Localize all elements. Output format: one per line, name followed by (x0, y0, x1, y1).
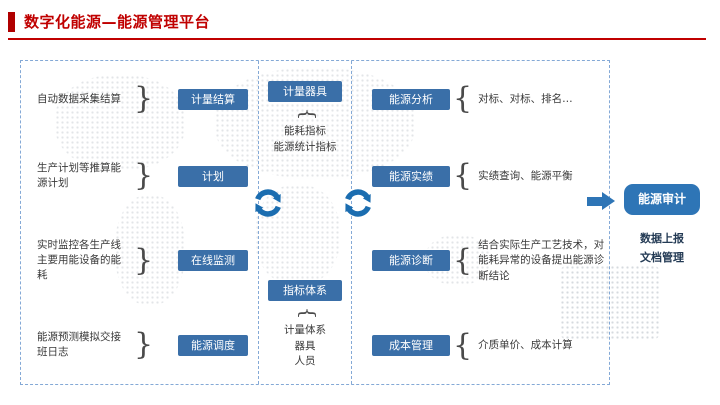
curly-brace-icon: } (134, 158, 154, 194)
page-title: 数字化能源—能源管理平台 (24, 13, 211, 31)
curly-brace-icon: } (134, 242, 154, 278)
curly-brace-icon: { (453, 327, 473, 363)
right-item: 能源分析 { 对标、对标、排名… (352, 84, 609, 114)
indicator-system-group: 指标体系 } 计量体系 器具 人员 (268, 279, 342, 370)
right-item-desc: 实绩查询、能源平衡 (478, 169, 573, 182)
left-item-button: 计量结算 (178, 88, 248, 110)
left-item-button: 计划 (178, 165, 248, 187)
curly-brace-icon: } (292, 107, 317, 121)
right-item-button: 成本管理 (372, 335, 450, 357)
right-item-desc: 结合实际生产工艺技术，对能耗异常的设备提出能源诊断结论 (478, 239, 605, 282)
left-item: 能源预测模拟交接班日志 } 能源调度 (21, 330, 258, 360)
curly-brace-icon: } (292, 306, 317, 320)
left-item-desc: 实时监控各生产线主要用能设备的能耗 (37, 238, 121, 282)
indicator-system-note: 计量体系 器具 人员 (284, 323, 326, 368)
measuring-instruments-group: 计量器具 } 能耗指标 能源统计指标 (268, 81, 342, 156)
left-item: 实时监控各生产线主要用能设备的能耗 } 在线监测 (21, 238, 258, 284)
main-panel: 自动数据采集结算 } 计量结算 生产计划等推算能源计划 } 计划 实时监控各生产… (20, 60, 610, 385)
title-accent-bar (8, 12, 15, 32)
left-item-desc: 能源预测模拟交接班日志 (37, 331, 121, 359)
sync-arrows-icon (345, 189, 371, 217)
left-item-button: 在线监测 (178, 250, 248, 272)
measuring-instruments-note: 能耗指标 能源统计指标 (273, 125, 337, 153)
indicator-system-button: 指标体系 (268, 279, 342, 301)
left-item-desc: 生产计划等推算能源计划 (37, 161, 121, 190)
sync-arrows-icon (255, 189, 281, 217)
flow-arrow-icon (587, 192, 615, 210)
right-item-button: 能源诊断 (372, 250, 450, 272)
left-item-button: 能源调度 (178, 334, 248, 356)
curly-brace-icon: } (134, 327, 154, 363)
curly-brace-icon: } (134, 81, 154, 117)
left-item: 生产计划等推算能源计划 } 计划 (21, 161, 258, 191)
curly-brace-icon: { (453, 158, 473, 194)
curly-brace-icon: { (453, 242, 473, 278)
map-dots-blob (115, 195, 185, 305)
right-item-button: 能源分析 (372, 88, 450, 110)
map-dots-blob (255, 185, 340, 285)
middle-column: 计量器具 } 能耗指标 能源统计指标 指标体系 } 计量体系 器具 人员 (259, 61, 352, 384)
left-column: 自动数据采集结算 } 计量结算 生产计划等推算能源计划 } 计划 实时监控各生产… (21, 61, 259, 384)
energy-audit-note: 数据上报 文档管理 (640, 232, 684, 264)
left-item: 自动数据采集结算 } 计量结算 (21, 84, 258, 114)
flow-arrow-shaft (587, 196, 602, 206)
left-item-desc: 自动数据采集结算 (37, 92, 121, 105)
right-column: 能源分析 { 对标、对标、排名… 能源实绩 { 实绩查询、能源平衡 能源诊断 {… (352, 61, 609, 384)
flow-arrow-head (602, 192, 615, 210)
right-item: 成本管理 { 介质单价、成本计算 (352, 327, 609, 363)
right-item-button: 能源实绩 (372, 165, 450, 187)
map-dots-blob (55, 75, 185, 170)
map-dots-blob (560, 265, 660, 340)
right-item: 能源实绩 { 实绩查询、能源平衡 (352, 161, 609, 191)
curly-brace-icon: { (453, 81, 473, 117)
right-item-desc: 对标、对标、排名… (478, 92, 573, 105)
right-item-desc: 介质单价、成本计算 (478, 338, 573, 351)
right-item: 能源诊断 { 结合实际生产工艺技术，对能耗异常的设备提出能源诊断结论 (352, 238, 609, 284)
measuring-instruments-button: 计量器具 (268, 81, 342, 102)
energy-audit-button: 能源审计 (624, 184, 700, 215)
title-underline (8, 38, 706, 40)
